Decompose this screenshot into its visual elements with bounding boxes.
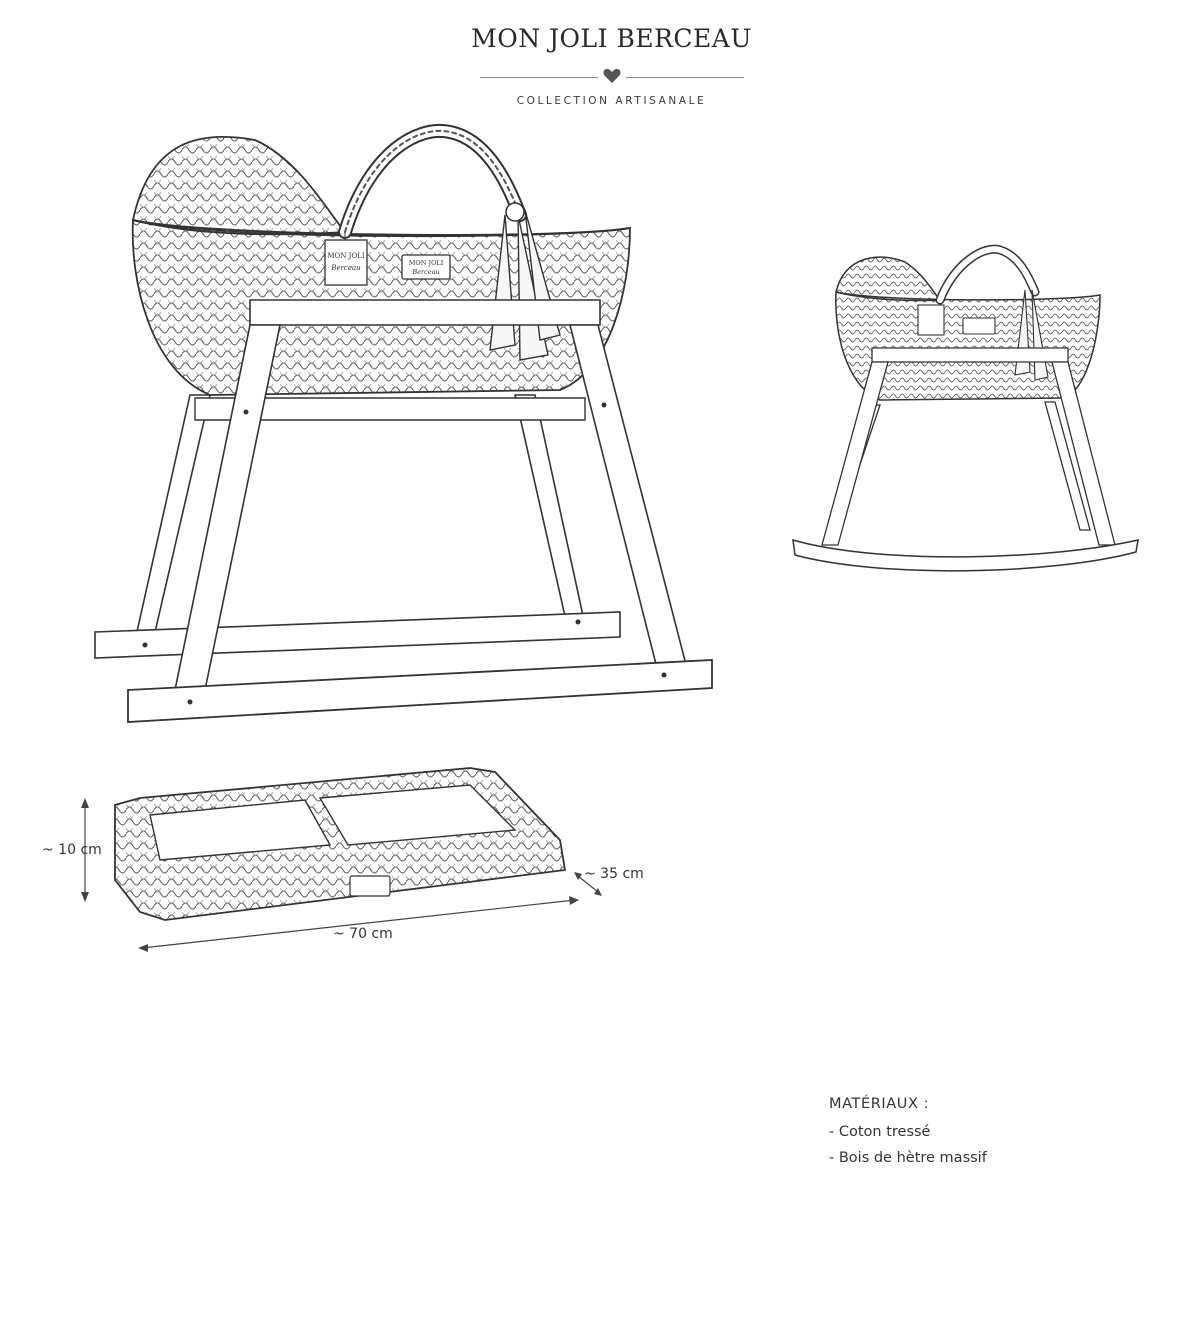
knitted-tray (114, 767, 567, 921)
dimension-length-label: ~ 70 cm (333, 926, 393, 942)
plate-text-line2: Berceau (411, 268, 439, 276)
materials-item-cotton: - Coton tressé (829, 1124, 931, 1140)
stand-front (127, 299, 713, 723)
materials-item-wood: - Bois de hètre massif (829, 1150, 987, 1166)
moses-basket-large (131, 123, 631, 396)
brand-subtitle: COLLECTION ARTISANALE (516, 95, 707, 107)
rocking-basket-small (792, 244, 1139, 572)
tag-text-line2: Berceau (330, 264, 361, 272)
materials-title: MATÉRIAUX : (829, 1096, 930, 1112)
divider-line-left (480, 77, 598, 78)
dimension-depth-label: ~ 35 cm (584, 866, 644, 882)
back-cross-bar (194, 397, 586, 421)
divider-line-right (626, 77, 744, 78)
back-leg-right (513, 394, 586, 626)
dimension-height-label: ~ 10 cm (42, 842, 102, 858)
back-runner (94, 611, 621, 659)
front-runner (127, 659, 713, 723)
materials-panel: MATÉRIAUX : - Coton tressé - Bois de hèt… (829, 1096, 987, 1166)
front-top-bar (249, 299, 601, 326)
plate-text-line1: MON JOLI (409, 259, 444, 267)
dimension-arrows (81, 798, 602, 952)
brand-tag: MON JOLI Berceau (324, 232, 368, 286)
basket-stand-large (94, 394, 621, 659)
brand-plate: MON JOLI Berceau (401, 254, 451, 280)
brand-title: MON JOLI BERCEAU (471, 24, 752, 53)
tag-text-line1: MON JOLI (327, 252, 364, 260)
header: MON JOLI BERCEAU COLLECTION ARTISANALE (0, 0, 1183, 120)
heart-icon (603, 68, 621, 83)
materials-list: - Coton tressé - Bois de hètre massif (829, 1124, 987, 1166)
